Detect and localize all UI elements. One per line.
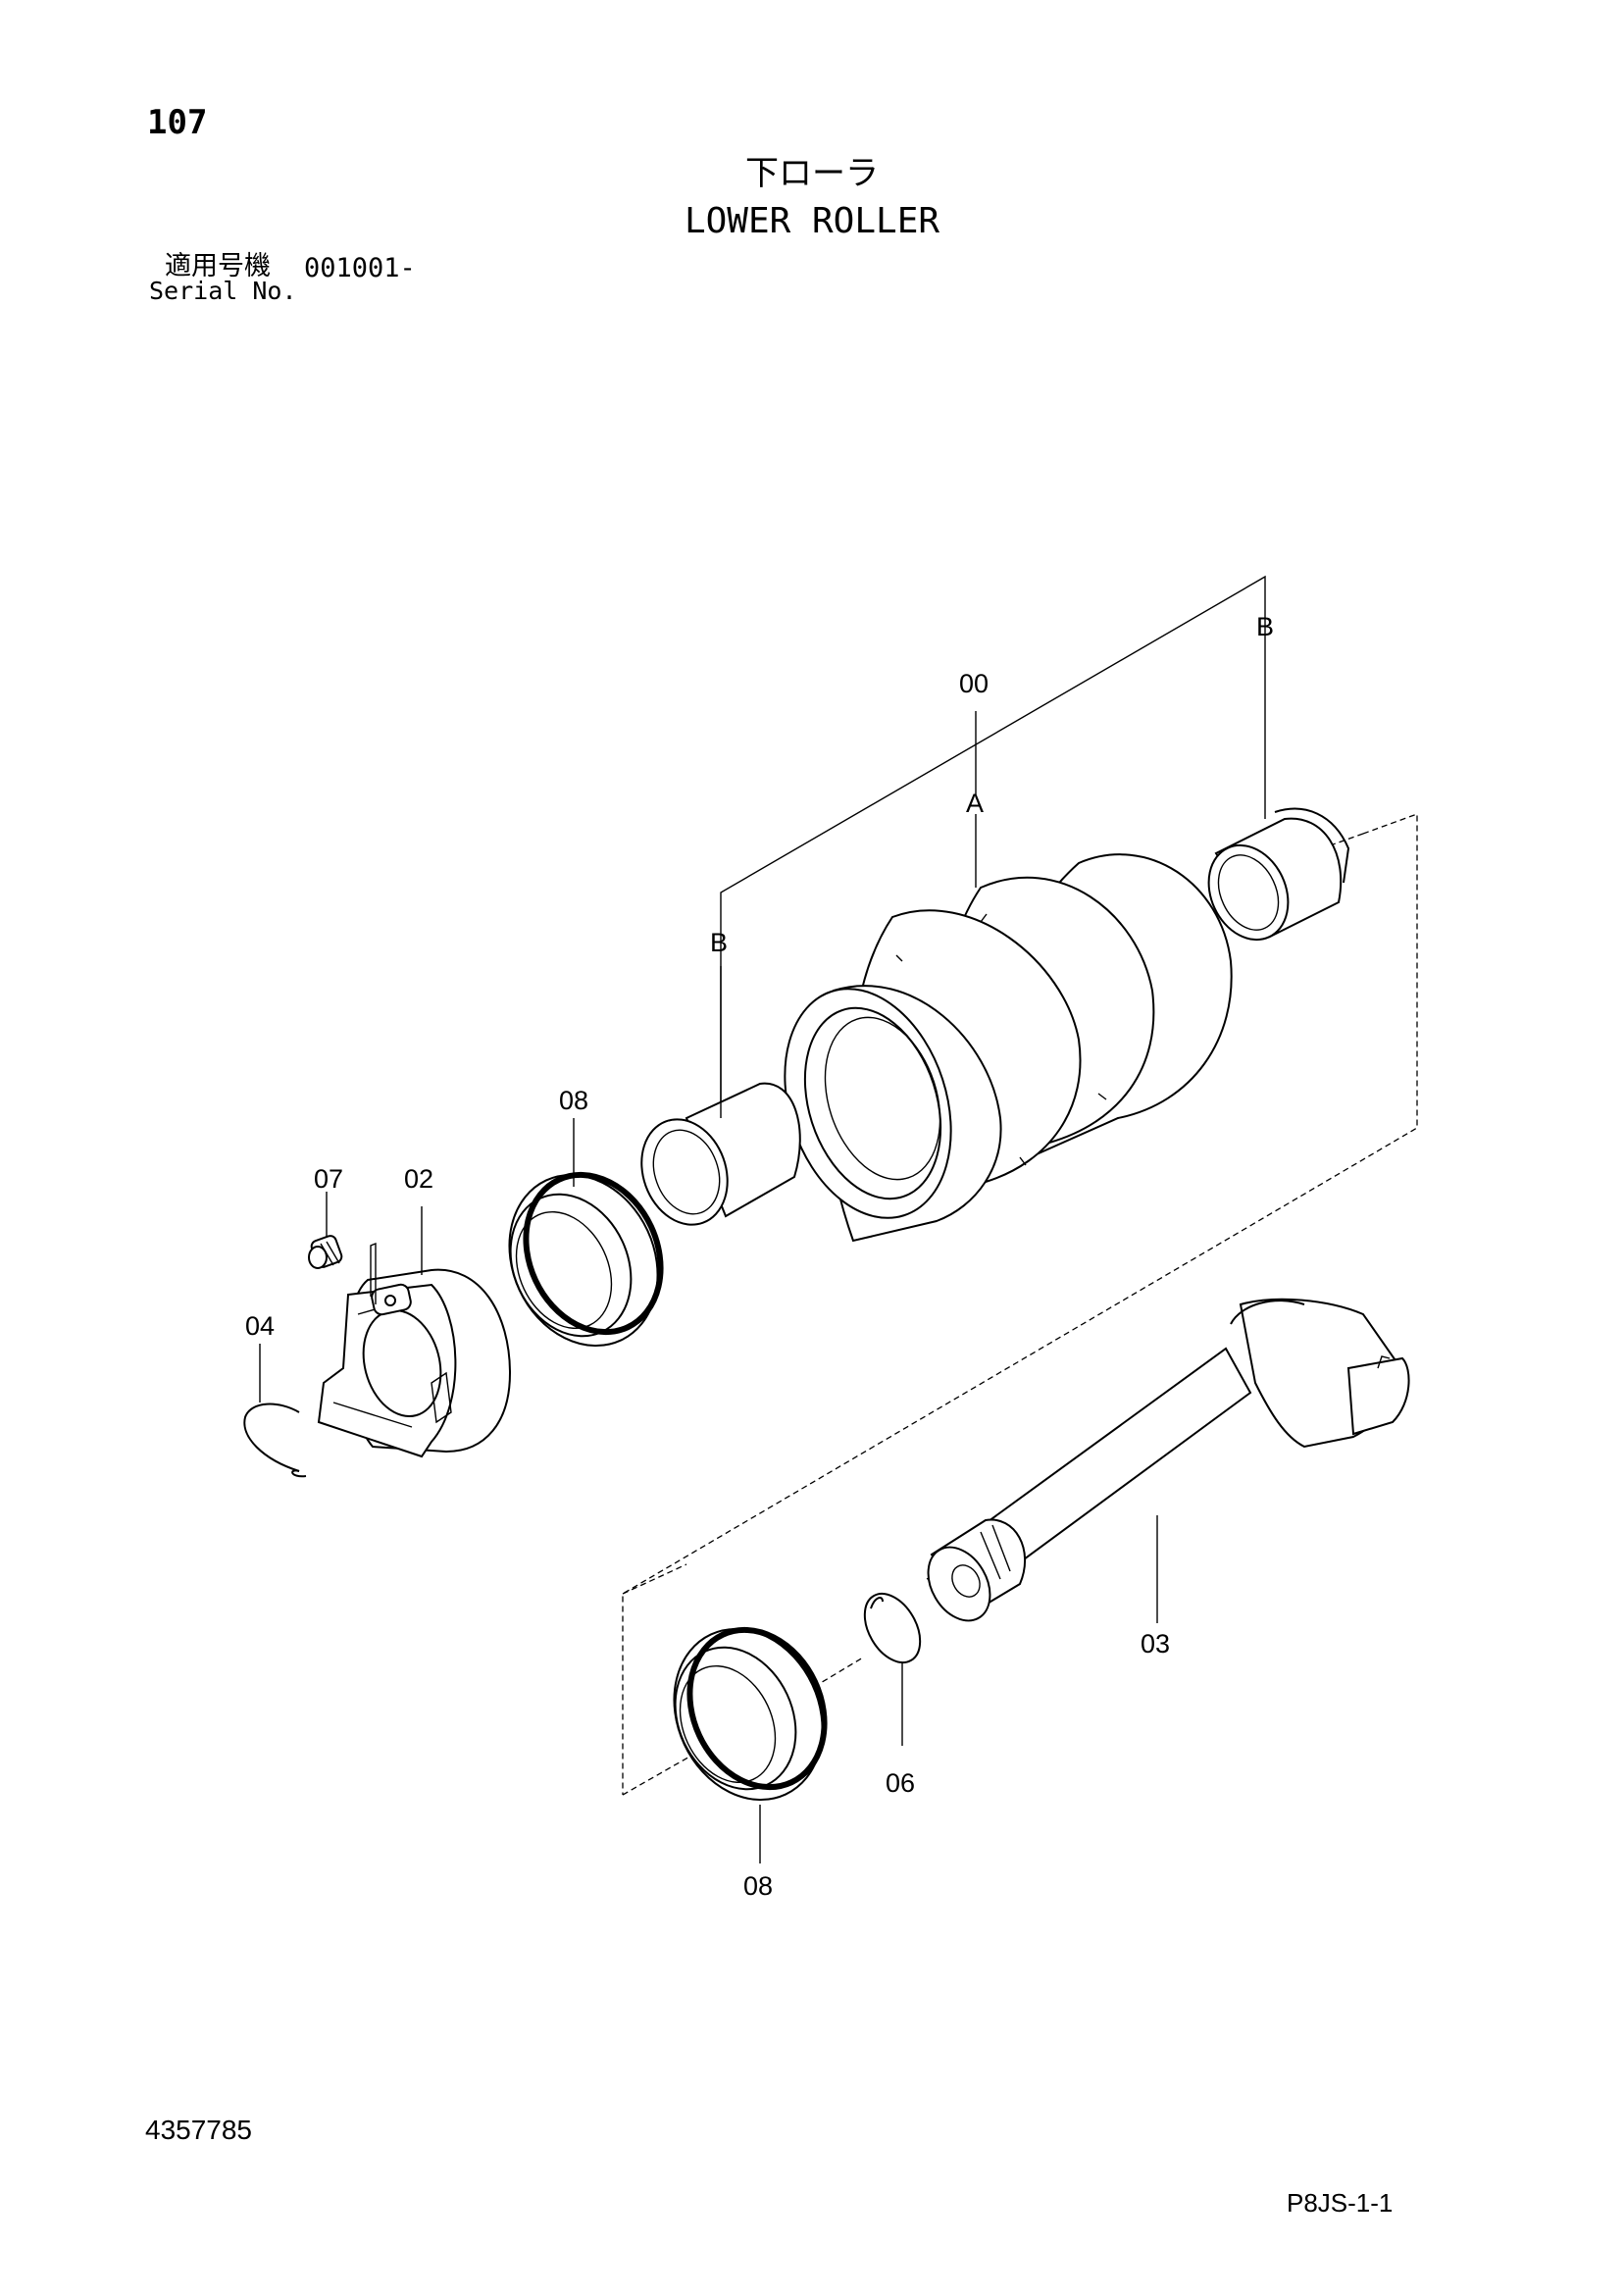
serial-label-japanese: 適用号機 — [165, 251, 271, 281]
sheet-code: P8JS-1-1 — [1287, 2188, 1394, 2218]
callout-04: 04 — [245, 1311, 275, 1341]
callout-02: 02 — [404, 1164, 433, 1194]
shaft-03 — [927, 1298, 1410, 1622]
callout-07: 07 — [314, 1164, 343, 1194]
callout-A: A — [966, 789, 984, 818]
callout-00: 00 — [959, 669, 989, 698]
callout-B-right: B — [1256, 612, 1274, 641]
title-japanese: 下ローラ — [745, 154, 879, 193]
bushing-B-left — [640, 1082, 801, 1226]
title-english: LOWER ROLLER — [684, 201, 940, 241]
serial-label-english: Serial No. — [149, 277, 297, 305]
serial-code: 001001- — [304, 253, 416, 283]
callout-08-lower: 08 — [743, 1871, 773, 1901]
roller-body-A — [784, 853, 1233, 1243]
callout-06: 06 — [886, 1768, 915, 1798]
seal-08-upper — [508, 1171, 664, 1348]
set-screw-07 — [308, 1192, 343, 1269]
callout-B-left: B — [710, 928, 728, 957]
seal-08-lower — [673, 1626, 828, 1802]
leader-lines — [259, 647, 1266, 1863]
callout-08-upper: 08 — [559, 1086, 588, 1115]
bushing-B-right — [1207, 807, 1350, 942]
callout-03: 03 — [1141, 1629, 1170, 1658]
page-number: 107 — [147, 103, 208, 142]
collar-02 — [317, 1242, 512, 1458]
part-number: 4357785 — [145, 2115, 253, 2145]
snap-ring-06 — [863, 1592, 922, 1664]
snap-ring-04 — [243, 1403, 307, 1478]
